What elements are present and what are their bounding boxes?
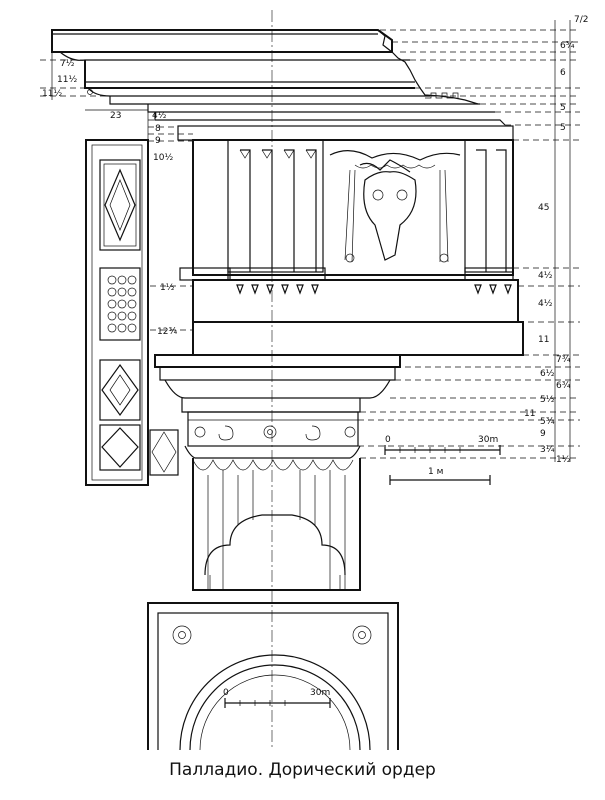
scale-start-label: 0 bbox=[223, 688, 229, 698]
soffit-panel bbox=[85, 139, 179, 486]
right-dim-label: 4½ bbox=[538, 299, 553, 309]
right-dim-label: 11 bbox=[538, 335, 549, 345]
capital bbox=[154, 354, 401, 459]
right-dim-label: 5 bbox=[560, 103, 566, 113]
right-dimensions: 7/2 6¾ 6 5 5 45 4½ 4½ 11 7¾ 6½ 6¾ 5½ 11 … bbox=[358, 15, 588, 465]
soffit-plan bbox=[147, 602, 399, 750]
scale-meter-label: 1 м bbox=[428, 467, 443, 477]
left-dim-label: 9 bbox=[155, 136, 161, 146]
left-dim-label: 10½ bbox=[153, 153, 173, 163]
scale-bar-bottom: 0 30m bbox=[223, 688, 331, 708]
doric-order-drawing: 7½ 11½ 11½ 23 4½ 8 9 10½ 1½ 12¾ 7/2 6¾ 6… bbox=[40, 10, 588, 750]
right-dim-label: 4½ bbox=[538, 271, 553, 281]
right-dim-label: 7¾ bbox=[556, 355, 571, 365]
scale-end-label: 30m bbox=[310, 688, 330, 698]
left-dim-label: 7½ bbox=[60, 59, 75, 69]
right-dim-label: 5 bbox=[560, 123, 566, 133]
left-dim-label: 1½ bbox=[160, 283, 175, 293]
left-dim-label: 4½ bbox=[152, 111, 167, 121]
right-dim-label: 9 bbox=[540, 429, 546, 439]
left-dim-label: 23 bbox=[110, 111, 121, 121]
right-dim-label: 6¾ bbox=[556, 381, 571, 391]
right-dim-label: 6½ bbox=[540, 369, 555, 379]
bucranium-ornament bbox=[329, 150, 461, 263]
right-dim-label: 5¾ bbox=[540, 417, 555, 427]
right-dim-label: 6 bbox=[560, 68, 566, 78]
drawing-caption: Палладио. Дорический ордер bbox=[169, 760, 436, 780]
right-dim-label: 45 bbox=[538, 203, 549, 213]
frieze bbox=[177, 125, 514, 281]
scale-bar-top: 0 30m bbox=[384, 435, 501, 455]
scale-bar-meter: 1 м bbox=[389, 467, 491, 485]
right-dim-label: 1½ bbox=[556, 455, 571, 465]
left-dim-label: 8 bbox=[155, 124, 161, 134]
left-dim-label: 11½ bbox=[42, 89, 62, 99]
right-dim-label: 11 bbox=[524, 409, 535, 419]
left-dim-label: 12¾ bbox=[157, 327, 177, 337]
right-dim-label: 3¼ bbox=[540, 445, 555, 455]
scale-end-label: 30m bbox=[478, 435, 498, 445]
scale-start-label: 0 bbox=[385, 435, 391, 445]
right-dim-label: 6¾ bbox=[560, 41, 575, 51]
architrave bbox=[192, 279, 524, 356]
right-dim-label: 5½ bbox=[540, 395, 555, 405]
left-dimensions: 7½ 11½ 11½ 23 4½ 8 9 10½ 1½ 12¾ bbox=[40, 30, 193, 337]
left-dim-label: 11½ bbox=[57, 75, 77, 85]
column-shaft bbox=[192, 458, 361, 591]
right-dim-label: 7/2 bbox=[574, 15, 588, 25]
